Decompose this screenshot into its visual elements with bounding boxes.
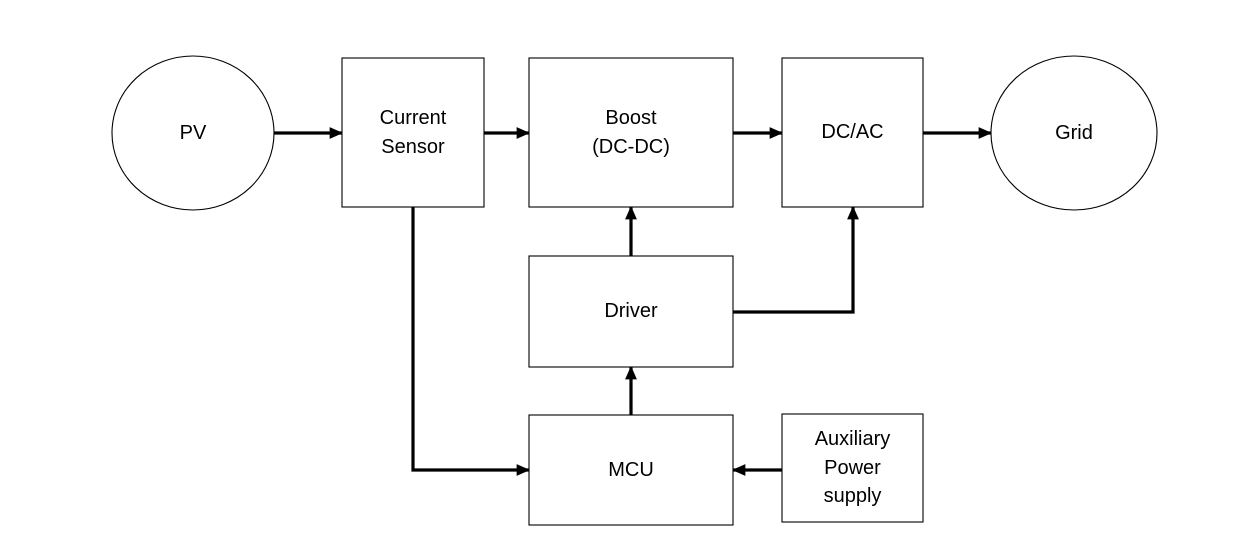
node-shape-pv[interactable] — [111, 55, 275, 211]
node-shape-mcu[interactable] — [528, 414, 734, 526]
connector-driver-to-dc-ac — [733, 205, 859, 314]
connector-current-sensor-to-mcu — [411, 207, 531, 476]
node-shape-layer — [111, 55, 1158, 526]
node-shape-current-sensor[interactable] — [341, 57, 485, 208]
node-shape-boost[interactable] — [528, 57, 734, 208]
connector-layer — [274, 127, 993, 476]
node-shape-dc-ac[interactable] — [781, 57, 924, 208]
node-shape-grid[interactable] — [990, 55, 1158, 211]
node-shape-aux-power-supply[interactable] — [781, 413, 924, 523]
node-shape-driver[interactable] — [528, 255, 734, 368]
